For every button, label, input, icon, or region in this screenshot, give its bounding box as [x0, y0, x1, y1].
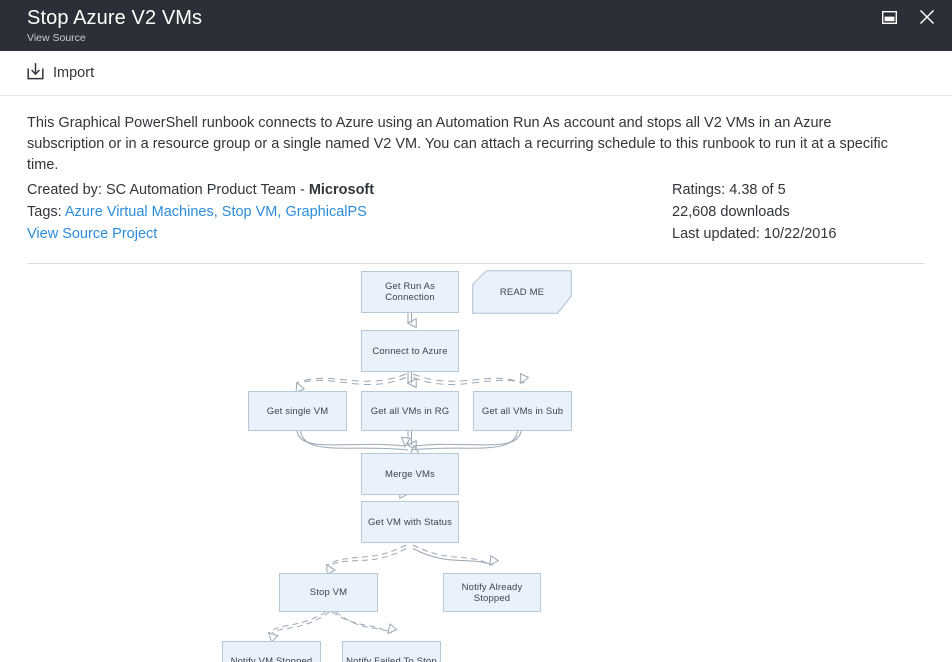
toolbar: Import [0, 51, 952, 96]
tags-label: Tags: [27, 204, 65, 220]
window-title-bar: Stop Azure V2 VMs View Source [0, 0, 952, 51]
window-subtitle: View Source [27, 32, 86, 44]
window-title: Stop Azure V2 VMs [27, 7, 203, 29]
import-download-icon [27, 62, 44, 85]
node-notify-failed-to-stop[interactable]: Notify Failed To Stop [342, 641, 441, 662]
created-by-label: Created by: SC Automation Product Team - [27, 182, 309, 198]
node-get-all-vms-in-sub[interactable]: Get all VMs in Sub [473, 391, 572, 431]
last-updated-text: Last updated: 10/22/2016 [672, 226, 837, 242]
node-label: Get Run As Connection [384, 281, 436, 303]
node-label: READ ME [499, 286, 545, 298]
diagram-connectors [267, 313, 530, 643]
node-label: Stop VM [309, 587, 348, 598]
node-label: Notify Already Stopped [461, 581, 523, 604]
node-stop-vm[interactable]: Stop VM [279, 573, 378, 612]
window-controls [878, 6, 938, 28]
node-get-vm-with-status[interactable]: Get VM with Status [361, 501, 459, 543]
node-notify-already-stopped[interactable]: Notify Already Stopped [443, 573, 541, 612]
node-read-me[interactable]: READ ME [473, 271, 571, 313]
node-connect-to-azure[interactable]: Connect to Azure [361, 330, 459, 372]
content-area: This Graphical PowerShell runbook connec… [0, 113, 952, 246]
node-label: Notify VM Stopped [230, 655, 313, 662]
created-by-row: Created by: SC Automation Product Team -… [27, 180, 374, 202]
runbook-description: This Graphical PowerShell runbook connec… [27, 115, 888, 173]
created-by-publisher: Microsoft [308, 182, 375, 198]
node-get-all-vms-in-rg[interactable]: Get all VMs in RG [361, 391, 459, 431]
node-get-single-vm[interactable]: Get single VM [248, 391, 347, 431]
view-source-project-link[interactable]: View Source Project [27, 226, 158, 242]
import-button[interactable]: Import [25, 58, 100, 89]
node-label: Get single VM [266, 405, 329, 417]
node-label: Notify Failed To Stop [346, 655, 437, 662]
metadata-right-column: Ratings: 4.38 of 5 22,608 downloads Last… [672, 180, 836, 246]
view-source-project-row: View Source Project [27, 224, 374, 246]
content-divider [27, 263, 925, 264]
node-notify-vm-stopped[interactable]: Notify VM Stopped [222, 641, 321, 662]
node-label: Get VM with Status [367, 516, 452, 528]
node-label: Merge VMs [385, 468, 435, 480]
downloads-text: 22,608 downloads [672, 204, 790, 220]
close-icon[interactable] [916, 6, 938, 28]
runbook-flow-diagram: Get Run As Connection READ ME Connect to… [0, 264, 952, 662]
import-button-label: Import [53, 65, 95, 81]
metadata-left-column: Created by: SC Automation Product Team -… [27, 180, 374, 246]
tags-links[interactable]: Azure Virtual Machines, Stop VM, Graphic… [64, 204, 367, 220]
metadata-block: Created by: SC Automation Product Team -… [27, 180, 925, 246]
ratings-text: Ratings: 4.38 of 5 [672, 182, 786, 198]
node-get-run-as-connection[interactable]: Get Run As Connection [361, 271, 459, 313]
node-label: Get all VMs in Sub [481, 405, 564, 417]
restore-window-icon[interactable] [878, 6, 900, 28]
node-label: Get all VMs in RG [370, 405, 450, 417]
node-label: Connect to Azure [372, 345, 448, 357]
tags-row: Tags: Azure Virtual Machines, Stop VM, G… [27, 202, 374, 224]
node-merge-vms[interactable]: Merge VMs [361, 453, 459, 495]
